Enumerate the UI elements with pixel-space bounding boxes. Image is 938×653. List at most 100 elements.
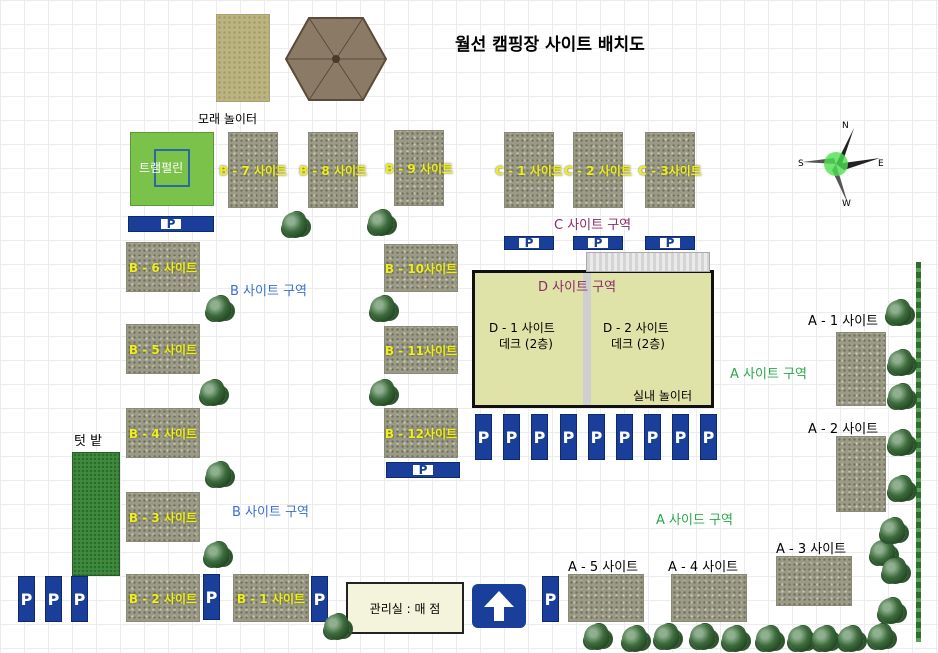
site-b9[interactable]: B - 9 사이트 xyxy=(385,130,453,206)
site-b4[interactable]: B - 4 사이트 xyxy=(126,408,200,458)
site-b8[interactable]: B - 8 사이트 xyxy=(299,132,367,208)
parking-d-5[interactable]: P xyxy=(588,414,605,460)
tree-icon xyxy=(324,614,350,640)
tree-icon xyxy=(888,350,914,376)
site-a3-label: A - 3 사이트 xyxy=(776,542,847,557)
trampoline: 트램펄린 xyxy=(130,132,214,206)
tree-icon xyxy=(584,624,610,650)
d1-name[interactable]: D - 1 사이트 xyxy=(489,321,555,335)
tree-icon xyxy=(722,626,748,652)
d2-name[interactable]: D - 2 사이트 xyxy=(603,321,669,335)
site-b10[interactable]: B - 10사이트 xyxy=(384,244,458,292)
site-a2[interactable] xyxy=(836,436,886,512)
site-b3[interactable]: B - 3 사이트 xyxy=(126,492,200,542)
parking-bl-6[interactable]: P xyxy=(542,576,559,622)
office-label: 관리실 : 매 점 xyxy=(369,601,441,616)
tree-icon xyxy=(882,558,908,584)
site-b12[interactable]: B - 12사이트 xyxy=(384,408,458,458)
parking-d-9[interactable]: P xyxy=(700,414,717,460)
site-b1[interactable]: B - 1 사이트 xyxy=(233,574,309,622)
tree-icon xyxy=(888,476,914,502)
site-a5[interactable] xyxy=(568,574,644,622)
parking-d-6[interactable]: P xyxy=(616,414,633,460)
parking-bl-3[interactable]: P xyxy=(71,576,88,622)
zone-a-upper-label: A 사이트 구역 xyxy=(730,367,807,382)
tree-icon xyxy=(690,624,716,650)
tree-icon xyxy=(206,462,232,488)
parking-bl-4[interactable]: P xyxy=(203,574,220,620)
hedge-right xyxy=(916,262,921,642)
site-a5-label: A - 5 사이트 xyxy=(568,560,639,575)
tree-icon xyxy=(880,518,906,544)
zone-c-label: C 사이트 구역 xyxy=(554,218,632,233)
hexagon-pavilion-icon xyxy=(284,17,388,101)
zone-d-label: D 사이트 구역 xyxy=(538,280,617,295)
tree-icon xyxy=(200,380,226,406)
tree-icon xyxy=(788,626,814,652)
tree-icon xyxy=(888,384,914,410)
site-b11[interactable]: B - 11사이트 xyxy=(384,326,458,374)
tree-icon xyxy=(654,624,680,650)
parking-d-8[interactable]: P xyxy=(672,414,689,460)
arrow-up-icon xyxy=(484,591,514,621)
parking-b12[interactable]: P xyxy=(386,462,460,478)
parking-bl-2[interactable]: P xyxy=(45,576,62,622)
site-b7[interactable]: B - 7 사이트 xyxy=(219,132,287,208)
parking-d-1[interactable]: P xyxy=(475,414,492,460)
compass-s: S xyxy=(798,159,804,169)
tree-icon xyxy=(878,598,904,624)
sand-playground-label: 모래 놀이터 xyxy=(198,112,258,126)
compass-n: N xyxy=(842,121,849,131)
d-deck-building: D - 1 사이트 데크 (2층) D - 2 사이트 데크 (2층) 실내 놀… xyxy=(472,270,714,408)
map-title: 월선 캠핑장 사이트 배치도 xyxy=(455,35,645,55)
d-stairs xyxy=(586,252,710,272)
parking-d-3[interactable]: P xyxy=(531,414,548,460)
parking-b-top[interactable]: P xyxy=(128,216,214,232)
site-a2-label: A - 2 사이트 xyxy=(808,422,879,437)
parking-c-1[interactable]: P xyxy=(504,236,554,250)
parking-d-2[interactable]: P xyxy=(503,414,520,460)
tree-icon xyxy=(868,624,894,650)
site-c1[interactable]: C - 1 사이트 xyxy=(495,132,563,208)
parking-c-3[interactable]: P xyxy=(645,236,695,250)
site-a3[interactable] xyxy=(776,556,852,606)
tree-icon xyxy=(204,542,230,568)
site-a1-label: A - 1 사이트 xyxy=(808,314,879,329)
site-c3[interactable]: C - 3사이트 xyxy=(638,132,702,208)
site-b6[interactable]: B - 6 사이트 xyxy=(126,242,200,292)
site-a1[interactable] xyxy=(836,332,886,406)
vegetable-field xyxy=(72,452,120,576)
compass-icon: N E W S xyxy=(798,121,884,209)
site-b2[interactable]: B - 2 사이트 xyxy=(126,574,200,622)
parking-bl-1[interactable]: P xyxy=(18,576,35,622)
tree-icon xyxy=(812,626,838,652)
compass-w: W xyxy=(842,199,851,209)
tree-icon xyxy=(206,296,232,322)
tree-icon xyxy=(756,626,782,652)
parking-bl-5[interactable]: P xyxy=(311,576,328,622)
field-label: 텃 밭 xyxy=(74,434,103,449)
tree-icon xyxy=(282,212,308,238)
parking-c-2[interactable]: P xyxy=(573,236,623,250)
tree-icon xyxy=(368,210,394,236)
d1-sub: 데크 (2층) xyxy=(499,337,553,351)
tree-icon xyxy=(622,626,648,652)
office-store[interactable]: 관리실 : 매 점 xyxy=(346,582,464,634)
zone-b-upper-label: B 사이트 구역 xyxy=(230,284,307,299)
site-c2[interactable]: C - 2 사이트 xyxy=(564,132,632,208)
tree-icon xyxy=(886,300,912,326)
zone-a-lower-label: A 사이드 구역 xyxy=(656,513,733,528)
indoor-playground-label: 실내 놀이터 xyxy=(633,389,693,403)
tree-icon xyxy=(888,430,914,456)
parking-d-4[interactable]: P xyxy=(560,414,577,460)
sand-playground-area xyxy=(216,14,270,102)
parking-d-7[interactable]: P xyxy=(644,414,661,460)
d2-sub: 데크 (2층) xyxy=(611,337,665,351)
compass-e: E xyxy=(878,159,884,169)
site-a4[interactable] xyxy=(671,574,747,622)
entrance-arrow[interactable] xyxy=(472,584,526,628)
site-a4-label: A - 4 사이트 xyxy=(668,560,739,575)
tree-icon xyxy=(838,626,864,652)
tree-icon xyxy=(370,296,396,322)
site-b5[interactable]: B - 5 사이트 xyxy=(126,324,200,374)
